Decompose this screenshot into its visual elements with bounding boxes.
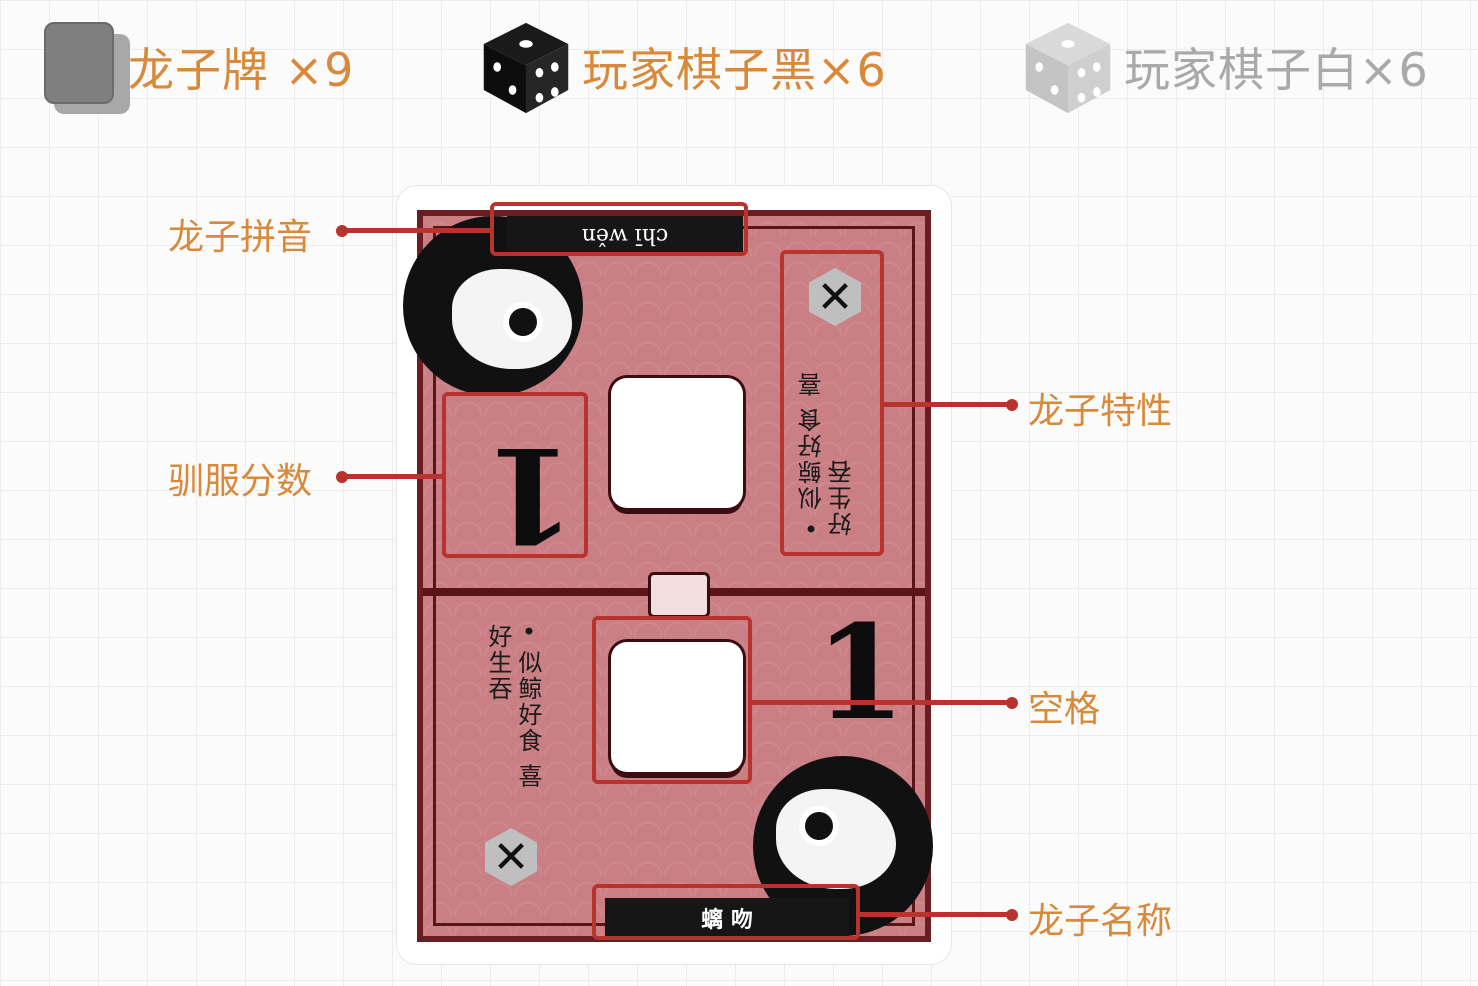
legend-black-text: 玩家棋子黑×6	[582, 43, 887, 97]
leader-slot	[750, 700, 1014, 705]
close-icon: ✕	[816, 271, 854, 323]
label-pinyin: 龙子拼音	[168, 217, 313, 258]
x-token-top: ✕	[809, 268, 861, 326]
legend-white-pieces: 玩家棋子白×6	[1020, 22, 1429, 114]
label-score: 驯服分数	[168, 461, 313, 502]
score-bottom: 1	[815, 596, 906, 749]
leader-pinyin	[340, 228, 492, 233]
legend-white-text: 玩家棋子白×6	[1124, 43, 1429, 97]
name-text: 螭 吻	[701, 907, 753, 933]
callout-box-trait	[780, 250, 884, 556]
label-slot: 空格	[1028, 689, 1101, 730]
callout-box-pinyin	[490, 202, 748, 256]
leader-name	[858, 912, 1014, 917]
callout-box-slot	[592, 616, 752, 784]
legend-cards: 龙子牌 ×9	[44, 22, 355, 114]
leader-trait	[882, 402, 1014, 407]
empty-slot-bottom	[611, 642, 743, 772]
card-stack-icon	[44, 22, 134, 114]
black-die-icon	[483, 22, 569, 114]
trait-text-bottom: • 似鲸好食 喜好生吞	[484, 624, 542, 790]
empty-slot-top	[611, 378, 743, 508]
white-die-icon	[1025, 22, 1111, 114]
callout-box-score	[442, 392, 588, 558]
x-token-bottom: ✕	[485, 828, 537, 886]
close-icon: ✕	[492, 831, 530, 883]
legend-cards-text: 龙子牌 ×9	[128, 43, 355, 97]
label-name: 龙子名称	[1028, 901, 1173, 942]
leader-score	[340, 474, 444, 479]
legend-black-pieces: 玩家棋子黑×6	[478, 22, 887, 114]
callout-box-name	[592, 884, 860, 940]
label-trait: 龙子特性	[1028, 391, 1173, 432]
divider-ornament	[648, 572, 710, 618]
card-frame: chī wěn 螭 吻 1 1 ✕ ✕ • 似鲸好食 喜好生吞 • 似鲸好食 喜…	[403, 210, 933, 942]
dragon-card: chī wěn 螭 吻 1 1 ✕ ✕ • 似鲸好食 喜好生吞 • 似鲸好食 喜…	[397, 186, 951, 964]
name-banner: 螭 吻	[605, 898, 849, 938]
